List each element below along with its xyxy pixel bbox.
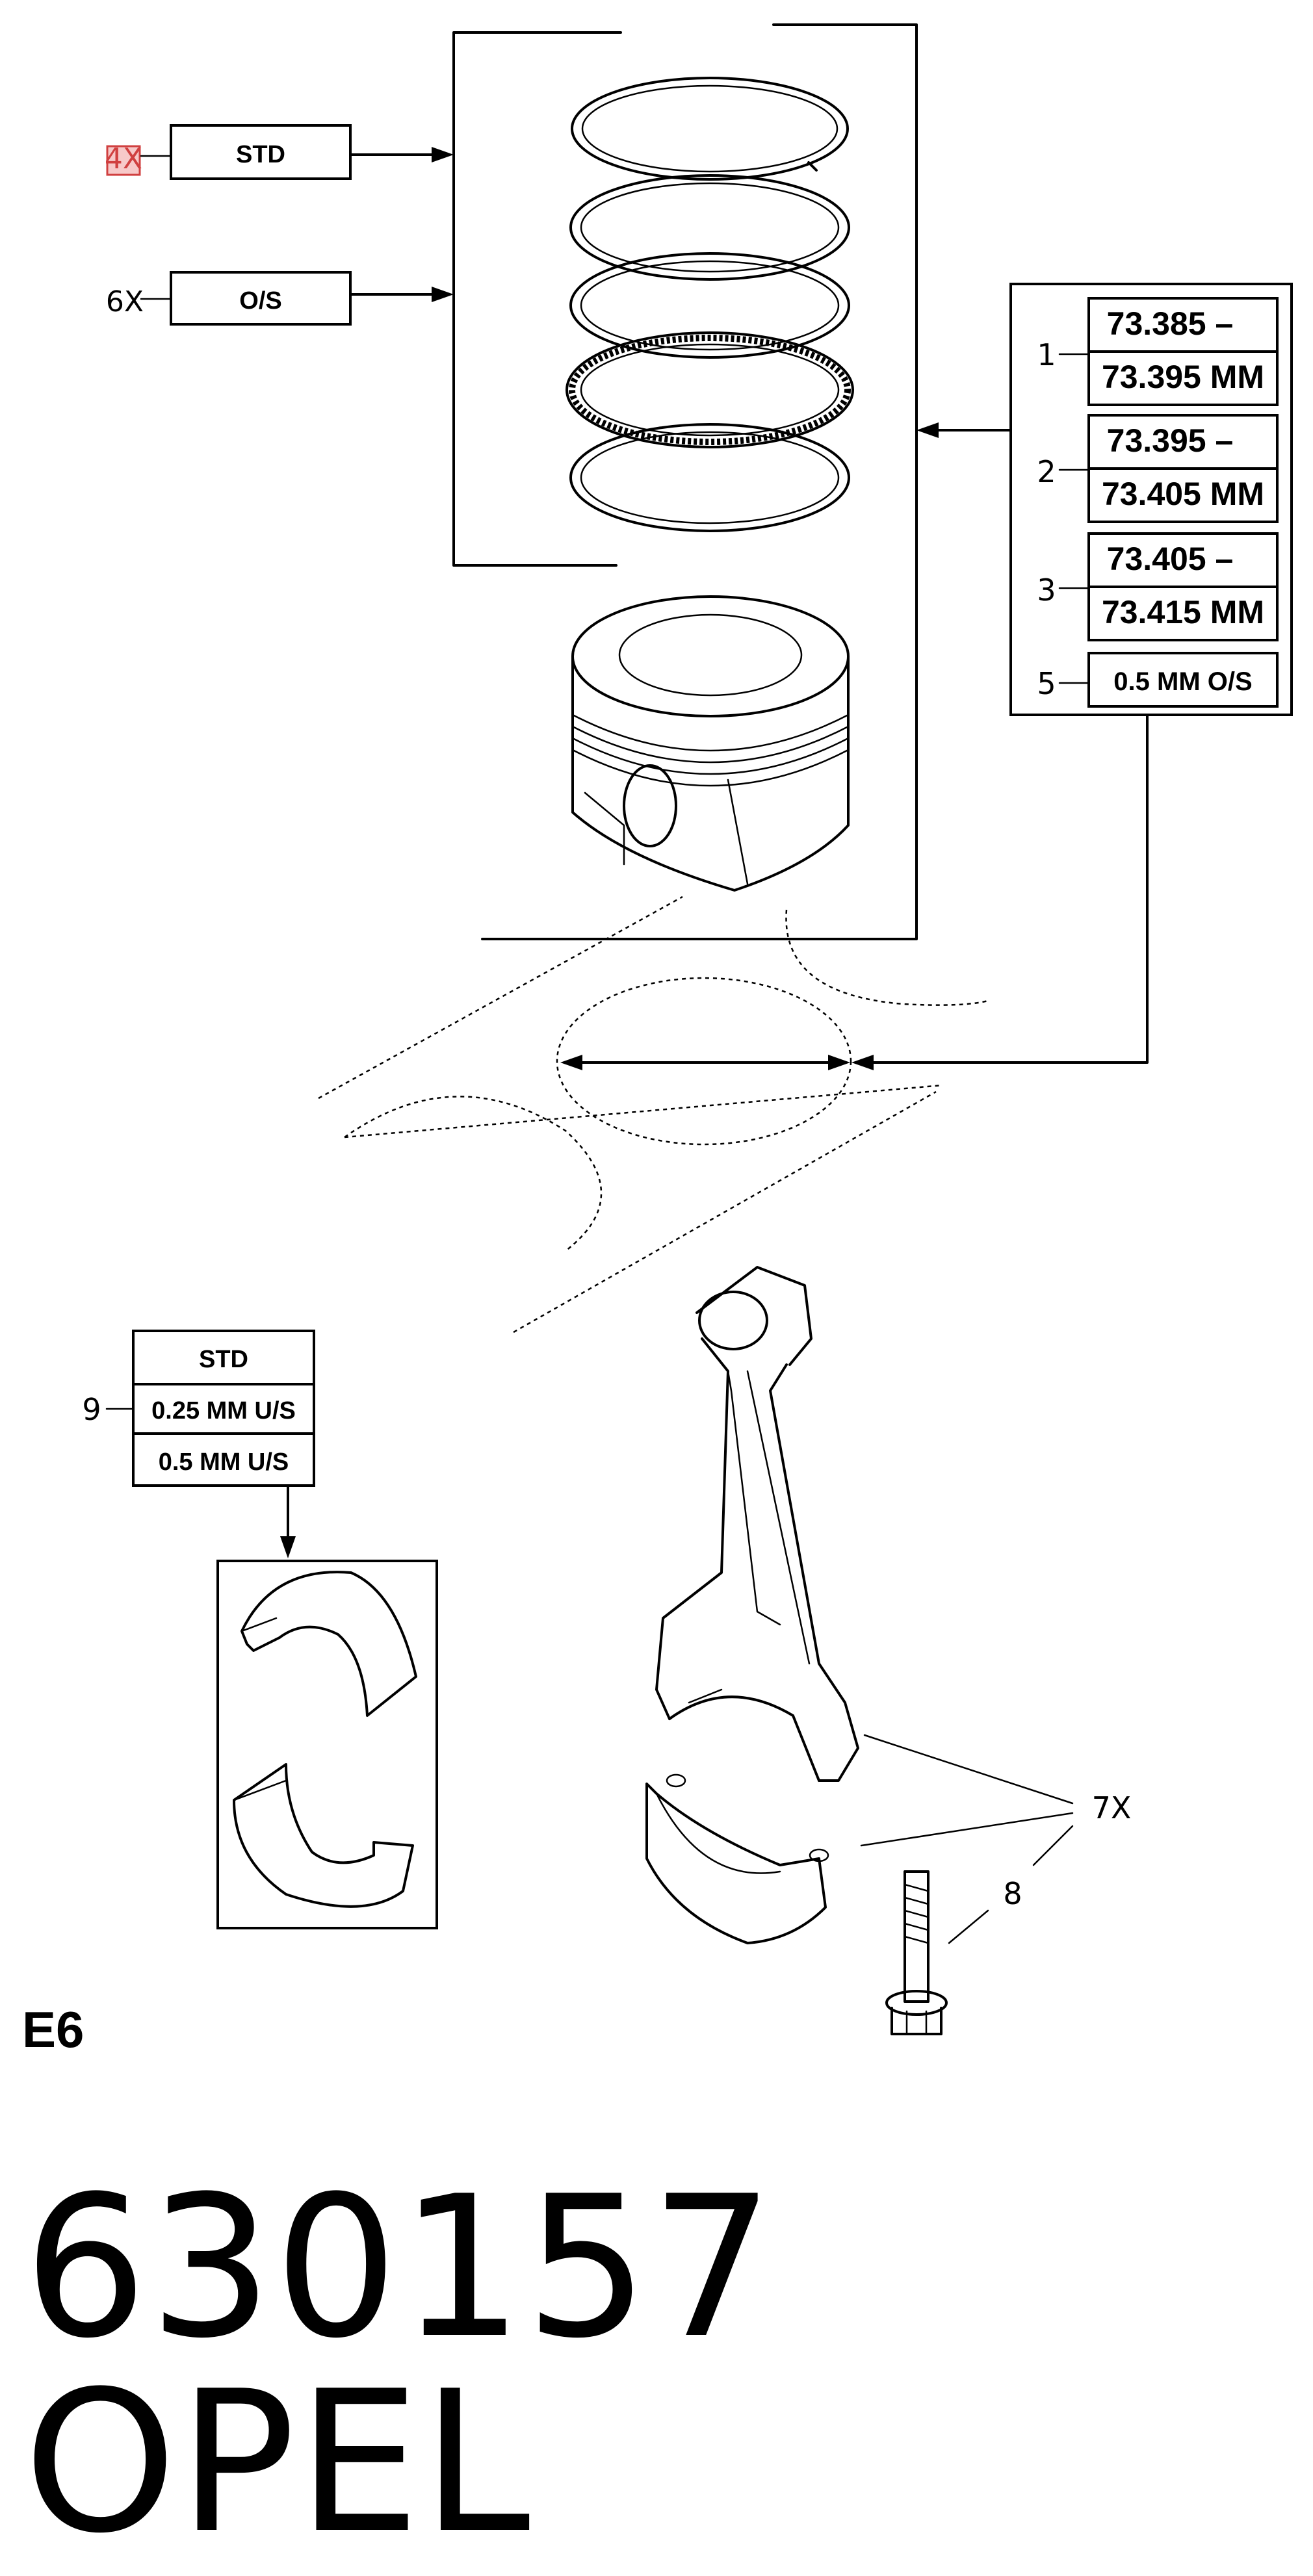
bearing-025-text: 0.25 MM U/S: [151, 1397, 296, 1424]
std-qty: 4X: [105, 142, 142, 175]
bore-size-os-text: 0.5 MM O/S: [1113, 667, 1252, 696]
footer-code: 630157OPEL: [23, 2170, 1313, 2560]
section-code: E6: [22, 2001, 84, 2058]
callout-5: 5: [1037, 666, 1056, 701]
brand-name: OPEL: [23, 2349, 532, 2576]
bore-size-os[interactable]: 5 0.5 MM O/S: [1037, 652, 1279, 708]
highlight-marker: [106, 145, 141, 176]
part-number: 630157: [23, 2154, 776, 2381]
std-box-text: STD: [236, 141, 285, 168]
bearing-size-table: 9 STD 0.25 MM U/S 0.5 MM U/S: [82, 1330, 315, 1558]
bore-size-2-line1: 73.395 –: [1107, 422, 1234, 459]
callout-9: 9: [82, 1392, 101, 1427]
bore-size-1-line2: 73.395 MM: [1102, 359, 1264, 395]
bore-size-2-line2: 73.405 MM: [1102, 476, 1264, 512]
connecting-rod-illustration: [645, 1266, 859, 1944]
piston-rings: [566, 77, 854, 532]
callout-2: 2: [1037, 454, 1056, 489]
bore-size-1[interactable]: 1 73.385 – 73.395 MM: [1037, 297, 1279, 406]
rod-qty: 7X: [1092, 1790, 1132, 1825]
bore-size-table: 1 73.385 – 73.395 MM 2 73.395 – 73.405 M…: [916, 283, 1293, 716]
rod-bolt-illustration: [885, 1870, 948, 2035]
bore-diameter-arrow: [560, 714, 1149, 1070]
arrow-head: [432, 147, 454, 162]
bore-size-2[interactable]: 2 73.395 – 73.405 MM: [1037, 414, 1279, 523]
bearing-050-text: 0.5 MM U/S: [159, 1449, 289, 1476]
bore-size-1-line1: 73.385 –: [1107, 305, 1234, 342]
os-box-text: O/S: [239, 287, 281, 315]
bore-size-3-line1: 73.405 –: [1107, 541, 1234, 577]
parts-diagram: 4X STD 6X O/S: [82, 23, 1293, 2035]
bolt-num: 8: [1003, 1876, 1022, 1911]
bolt-callout: 8: [948, 1825, 1074, 1944]
bore-size-3-line2: 73.415 MM: [1102, 594, 1264, 630]
arrow-head: [432, 287, 454, 302]
bearing-050[interactable]: [132, 1432, 315, 1487]
std-ring-label[interactable]: 4X STD: [105, 124, 454, 180]
cylinder-bore: [318, 895, 989, 1333]
callout-3: 3: [1037, 573, 1056, 608]
bore-size-3[interactable]: 3 73.405 – 73.415 MM: [1037, 532, 1279, 641]
piston-illustration: [571, 595, 850, 892]
rod-callout: 7X: [860, 1734, 1132, 1847]
ring-bracket: [452, 23, 918, 940]
os-ring-label[interactable]: 6X O/S: [106, 271, 454, 326]
callout-1: 1: [1037, 337, 1056, 372]
bearing-shells: [216, 1560, 438, 1929]
os-qty: 6X: [106, 285, 144, 318]
bearing-std-text: STD: [199, 1346, 248, 1373]
